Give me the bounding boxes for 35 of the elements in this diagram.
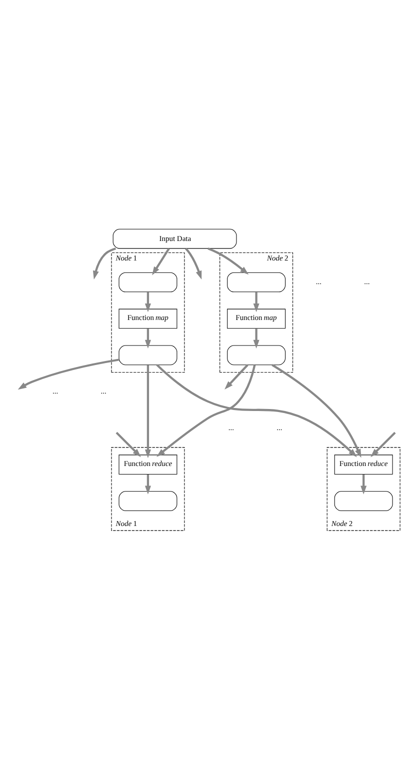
node-box: Function reduce: [334, 454, 393, 474]
arrow: [156, 364, 357, 457]
arrow: [144, 364, 151, 458]
arrow: [224, 364, 248, 390]
node-box: [334, 490, 393, 510]
node-box: Input Data: [112, 228, 237, 248]
arrow: [18, 358, 119, 390]
arrow: [116, 431, 142, 457]
arrow: [184, 247, 202, 280]
node-box: [118, 272, 178, 292]
label: ...: [100, 386, 106, 396]
arrow: [152, 247, 170, 275]
node-box: [118, 490, 178, 510]
arrow: [272, 364, 362, 458]
arrow: [144, 328, 151, 348]
label: ...: [364, 276, 370, 286]
label: ...: [316, 276, 322, 286]
node-box: Function reduce: [118, 454, 178, 474]
arrow: [208, 246, 249, 274]
arrow: [370, 431, 396, 457]
arrow: [156, 364, 256, 456]
arrow: [144, 292, 151, 312]
node-box: [118, 344, 178, 365]
arrow: [253, 328, 260, 348]
label: ...: [228, 422, 234, 432]
arrow: [92, 246, 116, 279]
arrow: [144, 474, 151, 494]
arrow: [253, 292, 260, 312]
node-box: [227, 272, 286, 292]
arrow: [360, 474, 367, 494]
node-box: [227, 344, 286, 365]
node-box: Function map: [227, 308, 286, 328]
label: ...: [52, 386, 58, 396]
node-box: Function map: [118, 308, 178, 328]
label: ...: [276, 422, 282, 432]
